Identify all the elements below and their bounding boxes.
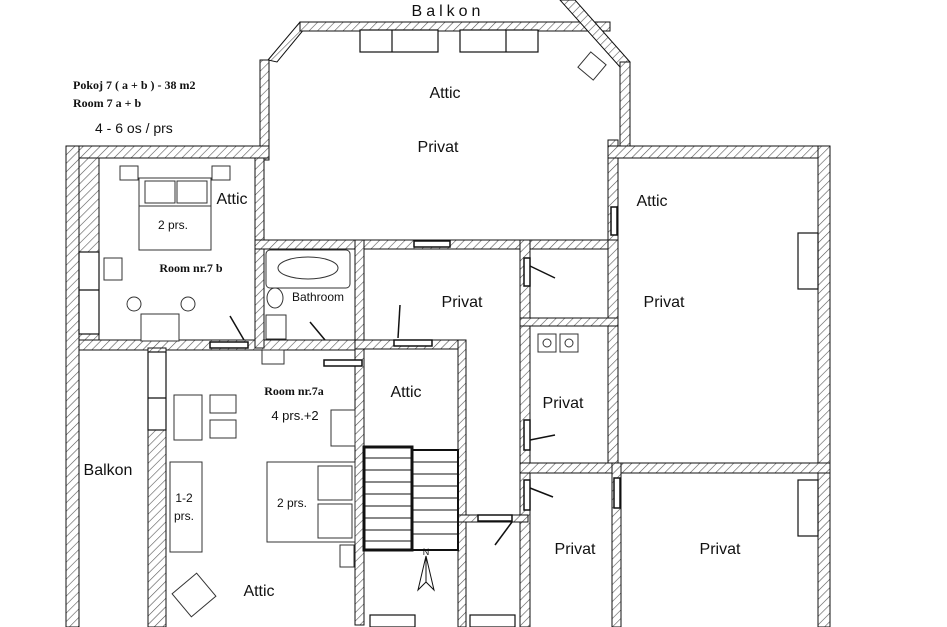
door-center-top (413, 240, 451, 248)
door-privat-br (613, 477, 621, 509)
bathroom-label: Bathroom (292, 290, 344, 304)
door-7b (209, 341, 249, 349)
chair-7a-1 (209, 394, 237, 414)
toilet (266, 287, 284, 309)
privat-top-label: Privat (418, 139, 459, 156)
door-7a (323, 359, 363, 367)
wall-privat-mid-v (611, 462, 622, 627)
bay-corner-item (577, 51, 607, 81)
nightstand-7b-2 (211, 165, 231, 181)
title-line-1: Pokoj 7 ( a + b ) - 38 m2 (73, 78, 196, 92)
window-bottom-2 (469, 614, 516, 627)
room7a-persons-label: 4 prs.+2 (271, 408, 318, 423)
windows (78, 29, 819, 627)
door-privat-1 (523, 257, 531, 287)
window-right-1 (797, 232, 819, 290)
staircase (362, 445, 459, 552)
north-label: N (423, 547, 430, 557)
window-bay-2 (459, 29, 539, 53)
chair-7b-2 (180, 296, 196, 312)
privat-center-label: Privat (442, 294, 483, 311)
bed7a-persons-label: 2 prs. (277, 496, 307, 510)
room7b-label: Room nr.7 b (159, 261, 223, 275)
privat-right-label: Privat (644, 294, 685, 311)
attic-top-label: Attic (429, 85, 460, 102)
door-bay (610, 206, 618, 236)
window-7b-left (78, 251, 100, 335)
chair-7a-3 (171, 572, 217, 618)
wall-bay-left (259, 59, 270, 161)
door-privat-2 (523, 419, 531, 451)
sofa-persons-2: prs. (174, 509, 194, 523)
wall-bay-right-upper (619, 61, 631, 151)
title-line-2: Room 7 a + b (73, 96, 142, 110)
attic-stair-label: Attic (390, 384, 421, 401)
wall-bay-left-diagonal (267, 21, 306, 63)
sofa-persons-1: 1-2 (175, 491, 193, 505)
window-right-2 (797, 479, 819, 537)
wall-bath-right (354, 239, 365, 626)
sink (265, 314, 287, 340)
wall-bay-top (299, 21, 611, 32)
door-privat-3 (523, 479, 531, 511)
cabinet-7a (261, 349, 285, 365)
attic-7b-label: Attic (216, 191, 247, 208)
room7b-persons-label: 2 prs. (158, 218, 188, 232)
window-bay-1 (359, 29, 439, 53)
wall-left-outer (65, 145, 80, 627)
labels: Balkon Pokoj 7 ( a + b ) - 38 m2 Room 7 … (73, 3, 741, 600)
wall-privat-h1 (519, 317, 619, 327)
armchair-1 (173, 394, 203, 441)
desk-7a (330, 409, 356, 447)
window-bottom-1 (369, 614, 416, 627)
chair-7a-2 (209, 419, 237, 439)
privat-mid-label: Privat (543, 395, 584, 412)
wall-stair-right (457, 339, 467, 627)
shelf-7b (103, 257, 123, 281)
attic-right-label: Attic (636, 193, 667, 210)
door-corridor (477, 514, 513, 522)
privat-bottom-right-label: Privat (700, 541, 741, 558)
balkon-left-label: Balkon (84, 462, 133, 479)
chair-7b-1 (126, 296, 142, 312)
balkon-top-label: Balkon (412, 3, 485, 20)
wall-top-left (65, 145, 270, 159)
privat-bottom-mid-label: Privat (555, 541, 596, 558)
wall-right-outer (817, 145, 831, 627)
nightstand-7b-1 (119, 165, 139, 181)
furniture (103, 51, 607, 618)
room7a-label: Room nr.7a (264, 384, 324, 398)
doors (209, 206, 621, 546)
door-stair (393, 339, 433, 347)
wall-privat-h2 (519, 462, 831, 474)
wall-right-outer-top (607, 145, 831, 159)
wall-7b-right (254, 157, 265, 349)
nightstand-7a-1 (339, 544, 355, 568)
bed-7b (138, 177, 212, 251)
sofa-7a (169, 461, 203, 553)
wall-privat-right (607, 239, 619, 471)
attic-bottom-label: Attic (243, 583, 274, 600)
table-7b (140, 313, 180, 342)
window-7a-left (147, 351, 167, 431)
north-arrow-icon (417, 555, 435, 592)
capacity-label: 4 - 6 os / prs (95, 120, 173, 136)
